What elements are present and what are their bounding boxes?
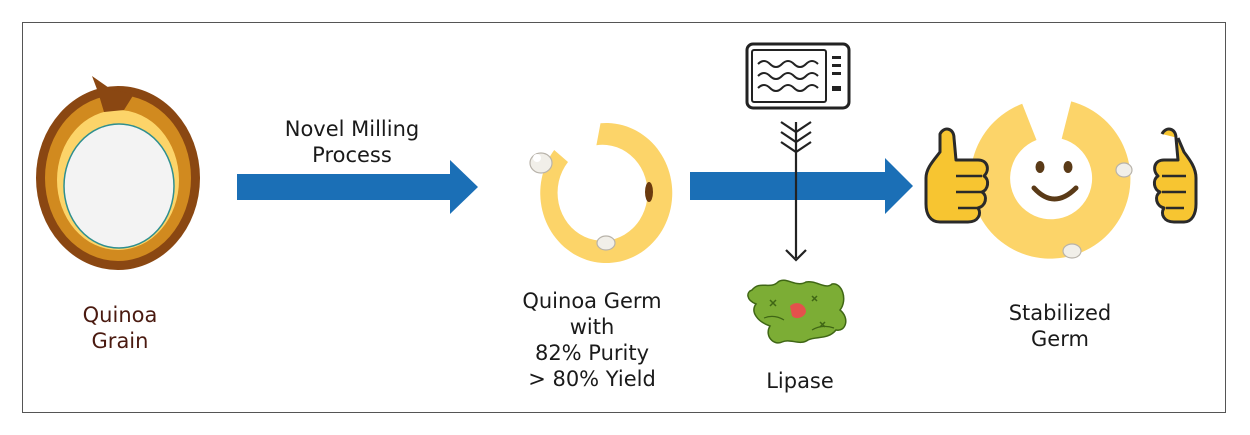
grain-label-line: Grain — [91, 329, 149, 353]
germ-label-line: Quinoa Germ — [522, 289, 662, 313]
microwave-icon — [745, 42, 851, 110]
quinoa-grain-icon — [36, 76, 200, 270]
diagram-frame — [22, 22, 1226, 413]
thumbs-up-icon — [924, 127, 990, 224]
quinoa-germ-icon — [529, 123, 673, 264]
process-label: Novel Milling Process — [272, 116, 432, 168]
stabilized-label-line: Germ — [1031, 327, 1089, 351]
germ-label-line: 82% Purity — [534, 341, 650, 365]
lipase-label: Lipase — [750, 368, 850, 394]
process-arrow — [237, 160, 478, 214]
germ-label: Quinoa Germ with 82% Purity > 80% Yield — [508, 288, 676, 392]
germ-label-line: > 80% Yield — [528, 367, 656, 391]
stabilized-label: Stabilized Germ — [995, 300, 1125, 352]
thumbs-up-icon — [1152, 127, 1198, 224]
smiley-germ-icon — [970, 101, 1133, 259]
process-label-line: Novel Milling — [284, 117, 420, 141]
lipase-label-text: Lipase — [766, 369, 834, 393]
microwave-beam-arrow — [780, 121, 812, 262]
process-label-line: Process — [312, 143, 392, 167]
stabilized-label-line: Stabilized — [1008, 301, 1112, 325]
grain-label: Quinoa Grain — [68, 302, 172, 354]
lipase-icon — [747, 279, 847, 344]
germ-label-line: with — [569, 315, 615, 339]
grain-label-line: Quinoa — [82, 303, 158, 327]
stabilization-arrow — [690, 158, 913, 214]
